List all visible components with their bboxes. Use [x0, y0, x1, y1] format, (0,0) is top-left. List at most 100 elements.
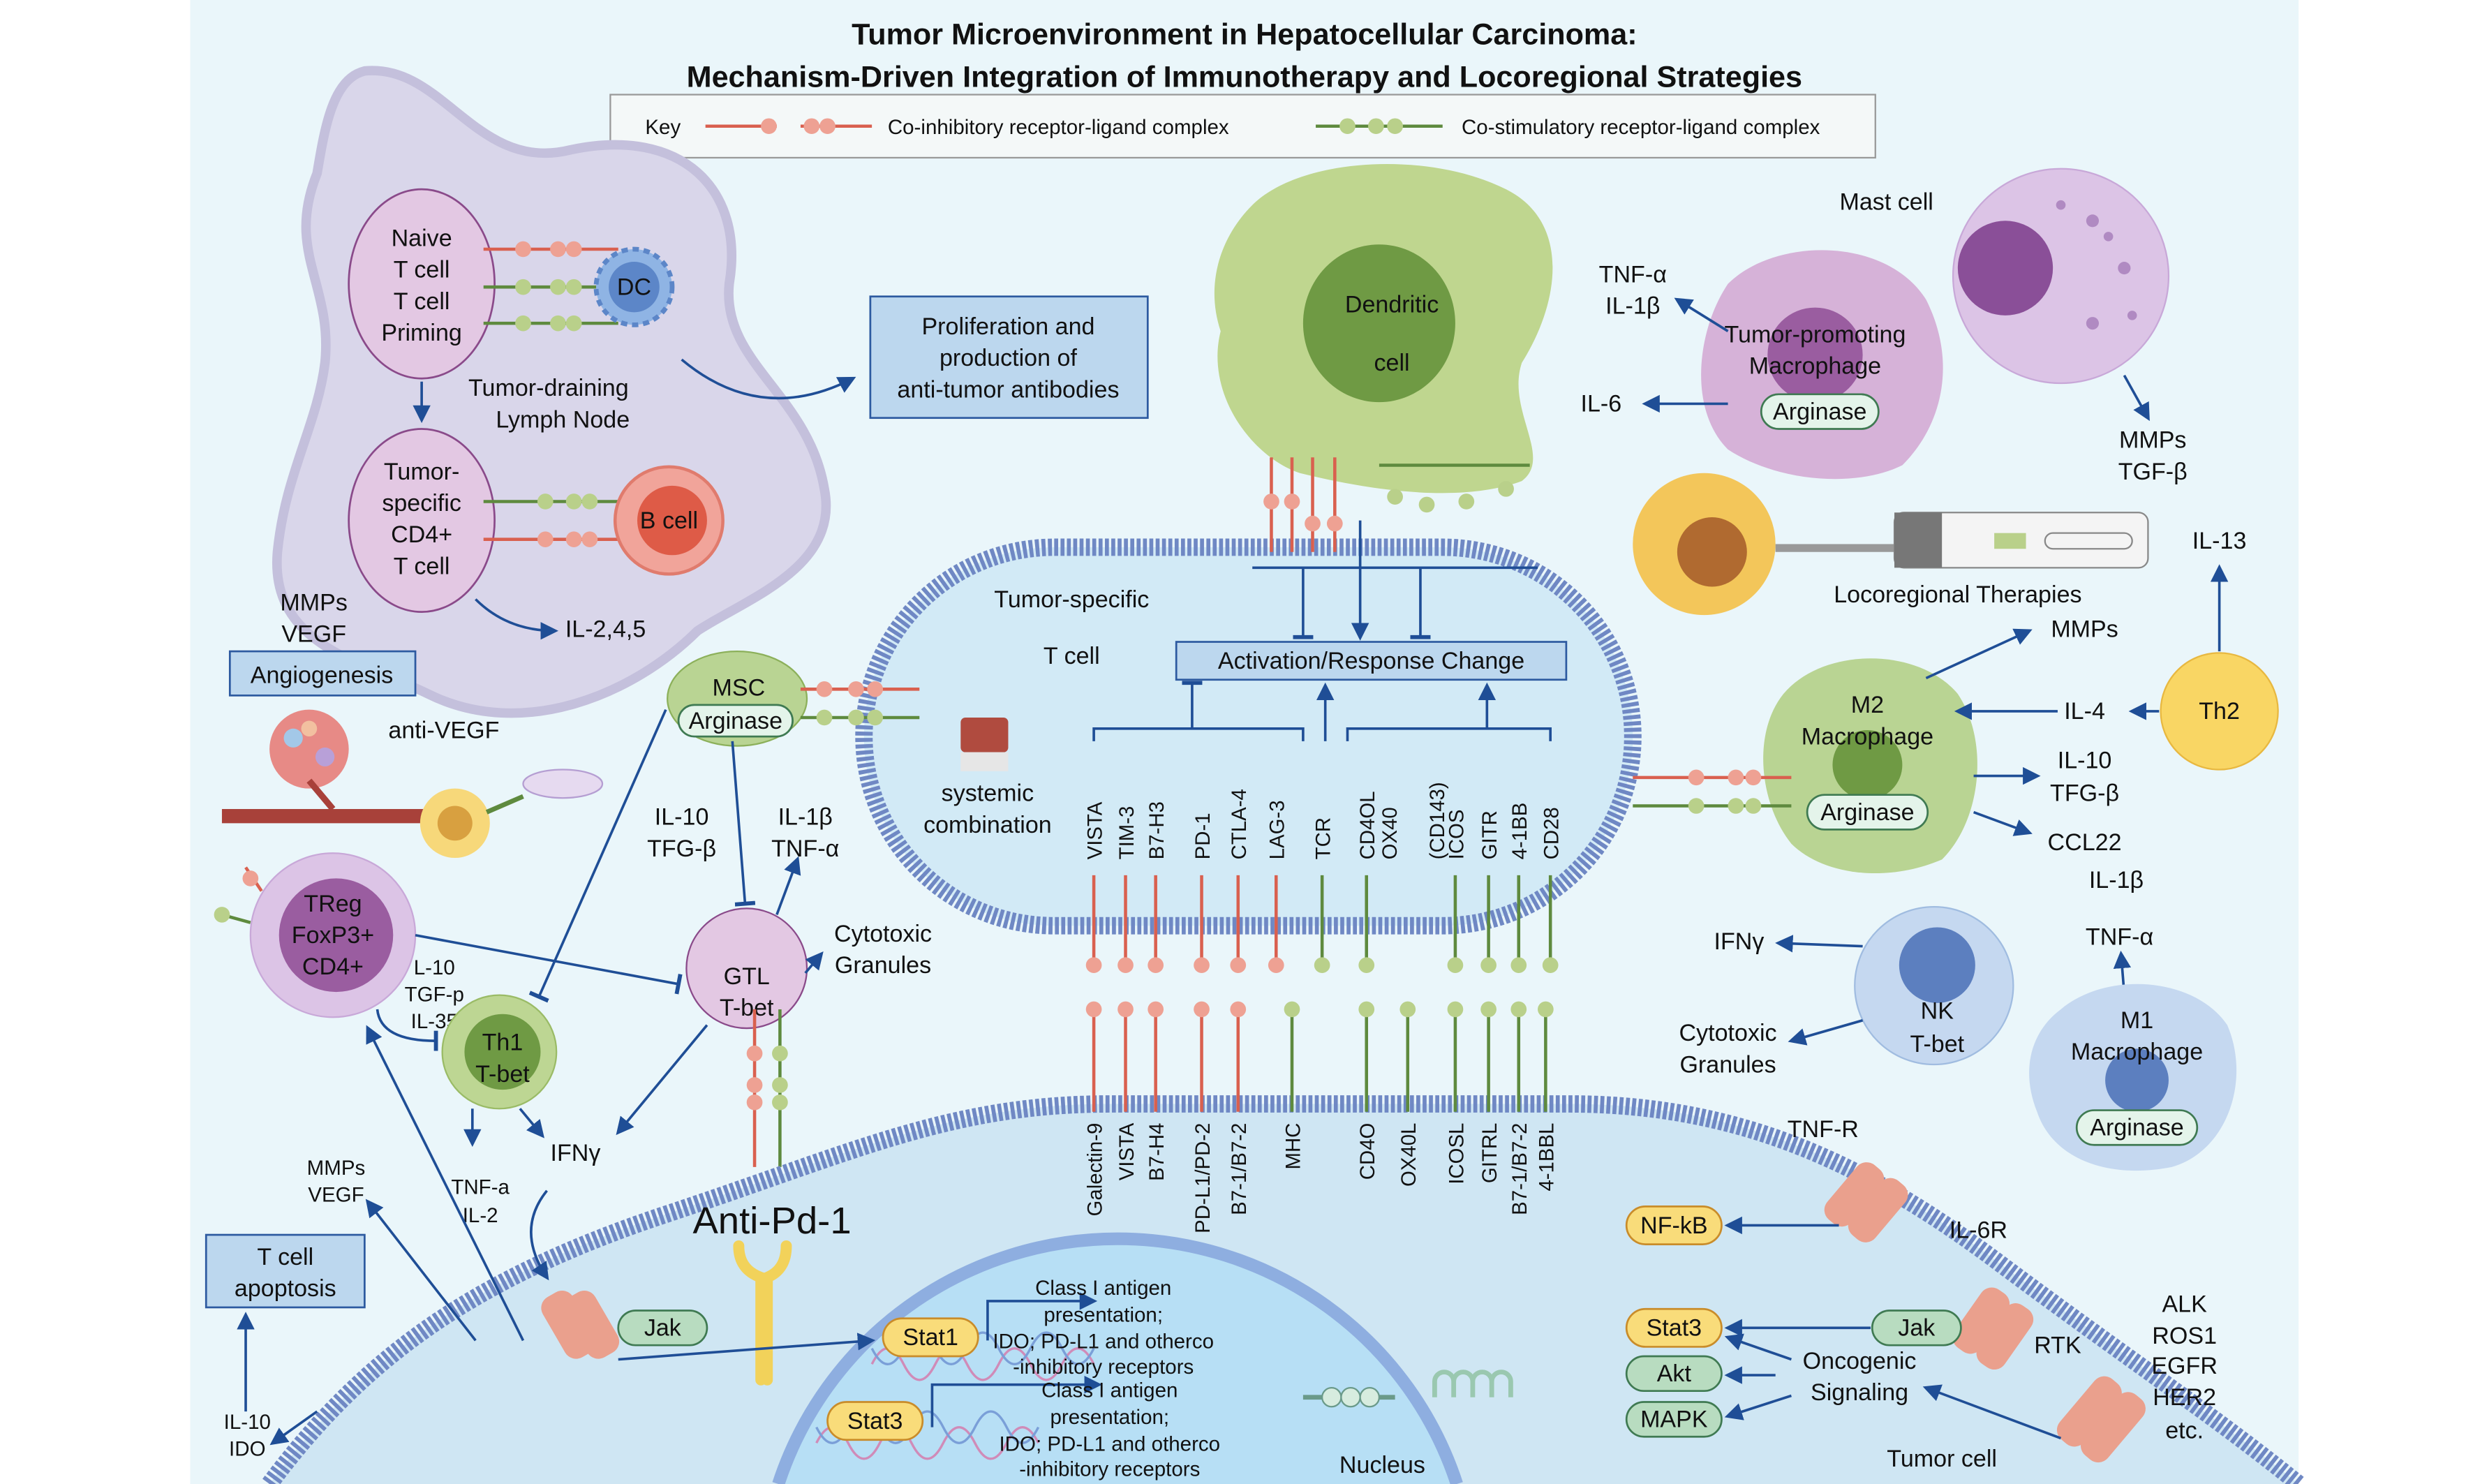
cd4-bcell-complexes	[483, 494, 634, 547]
apoptosis-box	[205, 1233, 366, 1309]
th1-label: T-bet	[475, 1061, 530, 1088]
key-stimulatory: Co-stimulatory receptor-ligand complex	[1462, 116, 1820, 139]
inhibitory-key-icon	[705, 118, 872, 135]
gtl-input: IL-10	[655, 804, 709, 831]
gtl-cyto: Cytotoxic	[834, 921, 932, 947]
gtl-label: T-bet	[720, 995, 774, 1021]
ligand-galectin9: Galectin-9	[1083, 1001, 1106, 1216]
receptor-label: CD28	[1540, 807, 1563, 859]
gtl-complexes	[746, 1009, 788, 1167]
rtk-target: ROS1	[2152, 1323, 2217, 1349]
mast-output: TGF-β	[2118, 459, 2188, 485]
gtl-input: TFG-β	[647, 836, 716, 862]
nk-label: NK	[1921, 998, 1954, 1025]
onco-label: Signaling	[1811, 1379, 1908, 1406]
receptor-label: OX40	[1379, 807, 1402, 859]
ligand-b71b72: B7-1/B7-2	[1228, 1001, 1251, 1215]
ligand-domain	[1399, 1001, 1416, 1018]
key-inhibitory: Co-inhibitory receptor-ligand complex	[888, 116, 1229, 139]
m2-ccl22: CCL22	[2048, 829, 2122, 856]
receptor-domain	[1358, 957, 1375, 973]
activation-box	[1175, 641, 1568, 681]
receptor-domain	[1314, 957, 1330, 973]
treg-output: L-10	[414, 956, 455, 979]
akt-pill	[1625, 1355, 1723, 1393]
m2-label: M2	[1851, 692, 1884, 718]
mapk-pill	[1625, 1401, 1723, 1438]
jak-pill-right	[1871, 1309, 1962, 1346]
rtk-target: EGFR	[2151, 1353, 2218, 1379]
nucleus-label: Nucleus	[1339, 1452, 1425, 1478]
ligand-domain	[1358, 1001, 1375, 1018]
systemic-label: combination	[923, 812, 1052, 838]
naive-dc-complexes	[483, 241, 618, 332]
receptor-domain	[1480, 957, 1497, 973]
anti-pd1-antibody-icon	[733, 1240, 792, 1386]
receptor-cd4ol: CD4OL	[1356, 791, 1379, 973]
ligand-icosl: ICOSL	[1445, 1001, 1468, 1185]
receptor-ctla4: CTLA-4	[1228, 789, 1251, 973]
receptor-gitr: GITR	[1478, 810, 1501, 973]
m1-arginase-pill	[2075, 1109, 2199, 1146]
stat1-pill	[882, 1317, 979, 1358]
left-mmps: MMPs	[307, 1157, 366, 1180]
gtl-cyto: Granules	[835, 952, 931, 979]
ligand-domain	[1148, 1001, 1164, 1018]
left-mmps: VEGF	[308, 1184, 364, 1207]
th2-cell	[2160, 652, 2279, 771]
receptor-domain	[1194, 957, 1210, 973]
proliferation-box	[869, 295, 1149, 420]
receptor-label: VISTA	[1083, 801, 1106, 859]
dendritic-label: Dendritic	[1345, 291, 1439, 318]
vial-icon	[960, 717, 1009, 771]
receptor-label: TIM-3	[1115, 806, 1138, 860]
tpm-output: TNF-α	[1599, 261, 1667, 288]
ligand-domain	[1538, 1001, 1554, 1018]
ligand-label: OX40L	[1397, 1123, 1420, 1187]
receptor-icon-left	[541, 1290, 620, 1359]
naive-label: Naive	[392, 225, 452, 252]
stimulatory-key-icon	[1316, 118, 1443, 135]
ligand-41bbl: 4-1BBL	[1536, 1001, 1559, 1192]
il13-label: IL-13	[2192, 528, 2247, 554]
receptor-label: ICOS	[1445, 810, 1468, 860]
il6-label: IL-6	[1581, 391, 1622, 417]
receptor-label: B7-H3	[1145, 801, 1168, 859]
receptor-tcr: TCR	[1312, 817, 1335, 973]
nfkb-pill	[1625, 1205, 1723, 1245]
stat3-right-label: Stat3	[1647, 1315, 1702, 1342]
nk-label: T-bet	[1910, 1031, 1965, 1058]
ligand-domain	[1284, 1001, 1300, 1018]
blood-vessel-tumor-icon	[221, 709, 468, 824]
receptor-label: TCR	[1312, 817, 1335, 859]
onco-label: Oncogenic	[1803, 1348, 1917, 1374]
receptor-domain	[1085, 957, 1102, 973]
m2-il4: IL-4	[2064, 698, 2105, 725]
ligand-label: PD-L1/PD-2	[1191, 1123, 1215, 1233]
stat1-target: presentation;	[1044, 1303, 1163, 1326]
left-il10: IL-10	[224, 1411, 271, 1434]
receptor-icos: ICOS	[1445, 810, 1468, 973]
tpm-label: Macrophage	[1749, 353, 1881, 380]
naive-label: Priming	[381, 320, 461, 346]
ligand-domain	[1480, 1001, 1497, 1018]
m1-arginase: Arginase	[2090, 1115, 2183, 1141]
stat3-label: Stat3	[847, 1408, 903, 1434]
ligand-domain	[1085, 1001, 1102, 1018]
th1-output: IL-2	[463, 1204, 498, 1227]
tnf-receptor-icon	[1824, 1162, 1908, 1242]
il6-receptor-icon	[1952, 1287, 2034, 1370]
key-label: Key	[645, 116, 681, 139]
treg-label: TReg	[304, 891, 362, 917]
antibody-cell-icon	[419, 769, 604, 859]
il245-label: IL-2,4,5	[565, 616, 646, 643]
left-il10: IDO	[229, 1437, 265, 1460]
mast-output: MMPs	[2119, 427, 2186, 454]
rtk-label: RTK	[2034, 1333, 2081, 1359]
stat3-target: IDO; PD-L1 and otherco	[999, 1433, 1220, 1456]
chromatin-icon	[1302, 1370, 1513, 1408]
receptor-domain	[1230, 957, 1247, 973]
cd4-label: CD4+	[391, 521, 452, 548]
